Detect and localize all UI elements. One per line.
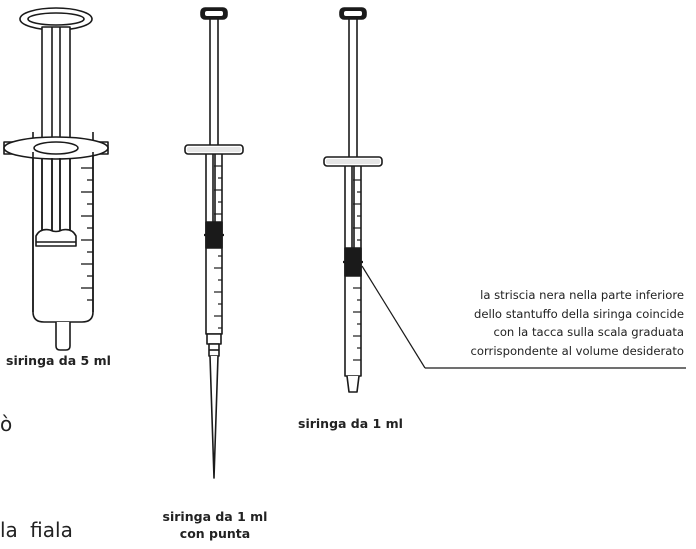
text-fragment-2: la fiala xyxy=(0,518,73,542)
callout-text: la striscia nera nella parte inferiore d… xyxy=(398,286,684,360)
syringe-1ml-tip xyxy=(185,8,243,478)
syringe-1ml xyxy=(324,8,382,392)
scale-5ml xyxy=(81,168,93,300)
label-syringe-1ml-tip: siringa da 1 ml con punta xyxy=(160,508,270,542)
text-fragment-1: ò xyxy=(0,412,12,436)
callout-line-1: la striscia nera nella parte inferiore xyxy=(398,286,684,305)
syringe-5ml xyxy=(4,8,108,350)
label-syringe-1ml-tip-line1: siringa da 1 ml xyxy=(160,508,270,525)
callout-line-2: dello stantuffo della siringa coincide xyxy=(398,305,684,324)
callout-line-4: corrispondente al volume desiderato xyxy=(398,342,684,361)
label-syringe-1ml: siringa da 1 ml xyxy=(298,416,403,431)
label-syringe-5ml: siringa da 5 ml xyxy=(6,353,111,368)
label-syringe-1ml-tip-line2: con punta xyxy=(160,525,270,542)
callout-line-3: con la tacca sulla scala graduata xyxy=(398,323,684,342)
